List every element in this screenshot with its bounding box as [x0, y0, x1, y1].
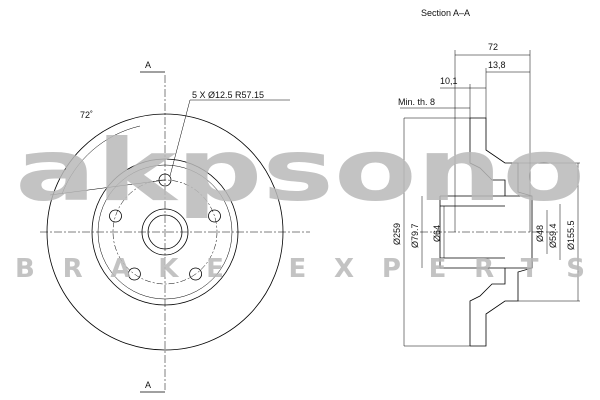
- section-profile-lower-inner: [469, 268, 506, 346]
- bolt-hole: [127, 267, 141, 281]
- section-view: [400, 50, 580, 347]
- dim-59-4: Ø59.4: [548, 223, 558, 248]
- section-title: Section A–A: [421, 8, 470, 18]
- dim-79-7: Ø79.7: [410, 223, 420, 248]
- angle-arc: [61, 125, 141, 195]
- dim-259: Ø259: [392, 223, 402, 245]
- holes-leader: [169, 99, 290, 177]
- watermark-tagline: BRAKE EXPERTS: [15, 254, 585, 284]
- dim-48: Ø48: [535, 225, 545, 242]
- angle-label: 72˚: [80, 110, 93, 120]
- watermark-brand: akpsono: [15, 121, 585, 221]
- dim-155-5: Ø155.5: [566, 220, 576, 250]
- dim-10-1: 10,1: [440, 76, 458, 86]
- watermark: akpsono BRAKE EXPERTS: [15, 121, 585, 284]
- section-profile-lower: [470, 259, 533, 347]
- min-thickness-label: Min. th. 8: [398, 97, 435, 107]
- dim-13-8: 13,8: [488, 60, 506, 70]
- section-profile-upper-inner: [469, 118, 506, 196]
- dim-top-width: 72: [488, 42, 498, 52]
- dim-64: Ø64: [432, 225, 442, 242]
- section-profile-upper: [470, 117, 533, 205]
- bolt-hole: [208, 209, 221, 223]
- section-marker-top: A: [145, 60, 151, 70]
- angle-leg: [49, 179, 166, 196]
- bolt-hole: [109, 209, 122, 223]
- holes-label: 5 X Ø12.5 R57.15: [192, 90, 264, 100]
- bolt-hole: [189, 267, 203, 281]
- section-marker-bottom: A: [145, 380, 151, 390]
- front-view: [40, 71, 310, 393]
